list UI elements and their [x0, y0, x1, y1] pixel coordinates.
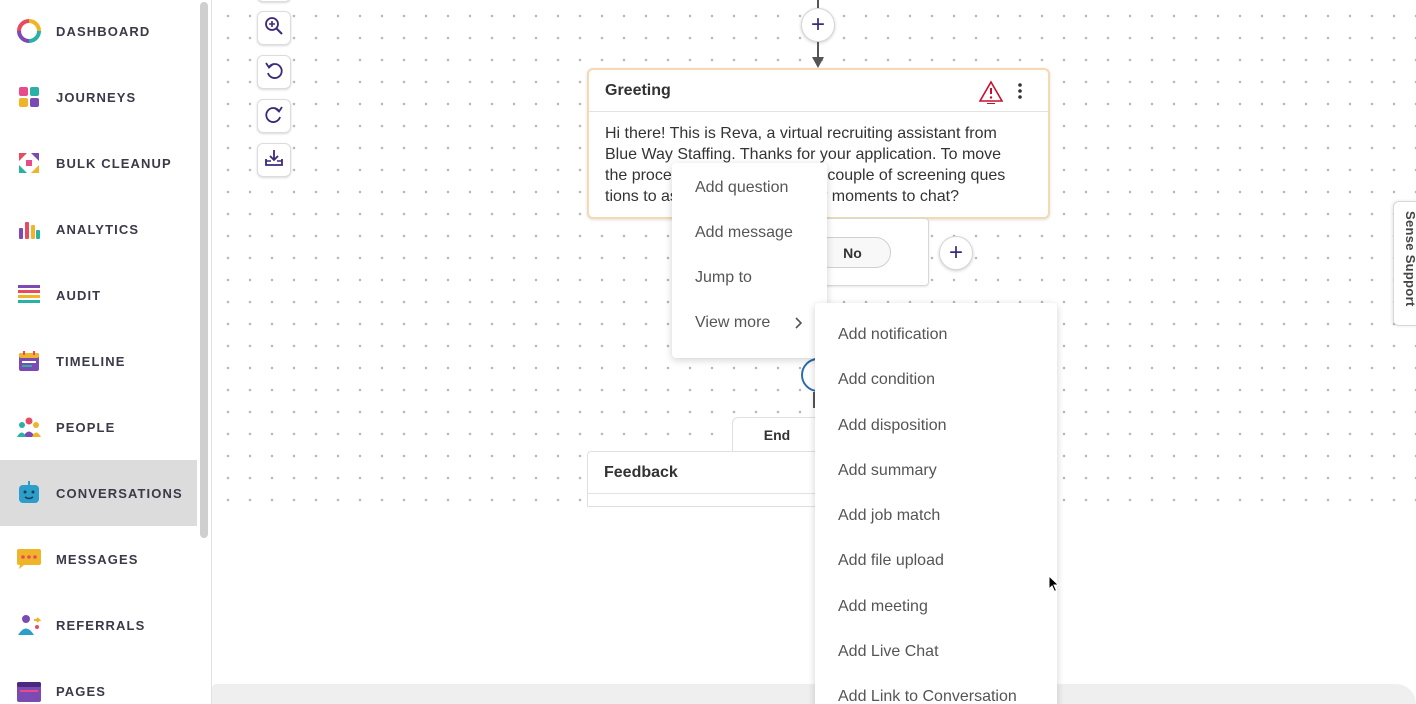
feedback-step-card[interactable]: Feedback: [587, 451, 827, 507]
pages-icon: [16, 678, 42, 704]
plus-icon: +: [810, 11, 825, 38]
submenu-item-add-job-match[interactable]: Add job match: [838, 506, 941, 524]
submenu-item-add-link-to-conversation[interactable]: Add Link to Conversation: [838, 687, 1017, 704]
download-button[interactable]: [257, 143, 291, 177]
submenu-item-add-summary[interactable]: Add summary: [838, 461, 937, 479]
sidebar-item-bulk-cleanup[interactable]: BULK CLEANUP: [0, 130, 197, 196]
submenu-item-add-meeting[interactable]: Add meeting: [838, 597, 928, 615]
bottom-panel-edge: [212, 684, 1416, 704]
conversations-icon: [16, 480, 42, 506]
dashboard-icon: [16, 18, 42, 44]
plus-icon: +: [948, 239, 963, 266]
flow-connector: [817, 42, 819, 58]
sense-support-tab[interactable]: [1393, 201, 1416, 326]
audit-icon: [16, 282, 42, 308]
arrow-down-icon: [812, 57, 824, 68]
sidebar-divider: [211, 0, 212, 704]
sidebar-item-referrals[interactable]: REFERRALS: [0, 592, 197, 658]
analytics-icon: [16, 216, 42, 242]
submenu-item-add-live-chat[interactable]: Add Live Chat: [838, 642, 939, 660]
flow-connector: [813, 392, 815, 408]
greeting-card-header: Greeting: [589, 70, 1048, 112]
end-label-tab: End: [732, 417, 822, 451]
warning-icon[interactable]: [978, 80, 1004, 109]
sidebar: DASHBOARD JOURNEYS: [0, 0, 197, 704]
submenu-item-add-condition[interactable]: Add condition: [838, 370, 935, 388]
add-answer-button[interactable]: +: [939, 236, 973, 270]
feedback-card-header: Feedback: [588, 452, 826, 494]
menu-item-view-more-label: View more: [695, 313, 771, 331]
sidebar-item-dashboard[interactable]: DASHBOARD: [0, 0, 197, 64]
more-options-icon[interactable]: [1017, 82, 1023, 105]
people-icon: [16, 414, 42, 440]
sidebar-scrollbar-thumb[interactable]: [200, 2, 208, 538]
chevron-right-icon: [794, 316, 803, 334]
referrals-icon: [16, 612, 42, 638]
view-more-submenu: Add notification Add condition Add dispo…: [815, 303, 1057, 704]
zoom-in-icon: [264, 16, 284, 41]
journeys-icon: [16, 84, 42, 110]
submenu-item-add-notification[interactable]: Add notification: [838, 325, 948, 343]
menu-item-add-question[interactable]: Add question: [695, 178, 789, 196]
sidebar-item-analytics[interactable]: ANALYTICS: [0, 196, 197, 262]
greeting-card-title: Greeting: [605, 81, 671, 99]
sidebar-item-people[interactable]: PEOPLE: [0, 394, 197, 460]
submenu-item-add-disposition[interactable]: Add disposition: [838, 416, 947, 434]
menu-item-view-more[interactable]: View more: [672, 300, 827, 345]
undo-button[interactable]: [257, 55, 291, 89]
tool-button-hidden[interactable]: [257, 0, 291, 2]
submenu-item-add-file-upload[interactable]: Add file upload: [838, 551, 944, 569]
undo-icon: [264, 60, 284, 85]
redo-icon: [264, 104, 284, 129]
zoom-in-button[interactable]: [257, 11, 291, 45]
download-icon: [264, 148, 284, 173]
sidebar-item-audit[interactable]: AUDIT: [0, 262, 197, 328]
timeline-icon: [16, 348, 42, 374]
sidebar-item-messages[interactable]: MESSAGES: [0, 526, 197, 592]
sidebar-item-journeys[interactable]: JOURNEYS: [0, 64, 197, 130]
sidebar-item-conversations[interactable]: CONVERSATIONS: [0, 460, 197, 526]
messages-icon: [16, 546, 42, 572]
feedback-card-title: Feedback: [604, 463, 678, 481]
sidebar-item-pages[interactable]: PAGES: [0, 658, 197, 704]
mouse-cursor-icon: [1048, 575, 1060, 593]
add-step-button[interactable]: +: [801, 8, 835, 42]
menu-item-add-message[interactable]: Add message: [695, 223, 793, 241]
flow-connector: [817, 0, 819, 8]
bulk-cleanup-icon: [16, 150, 42, 176]
sense-support-label: Sense Support: [1403, 211, 1416, 307]
menu-item-jump-to[interactable]: Jump to: [695, 268, 752, 286]
add-step-menu: Add question Add message Jump to View mo…: [672, 163, 827, 358]
sidebar-item-timeline[interactable]: TIMELINE: [0, 328, 197, 394]
redo-button[interactable]: [257, 99, 291, 133]
